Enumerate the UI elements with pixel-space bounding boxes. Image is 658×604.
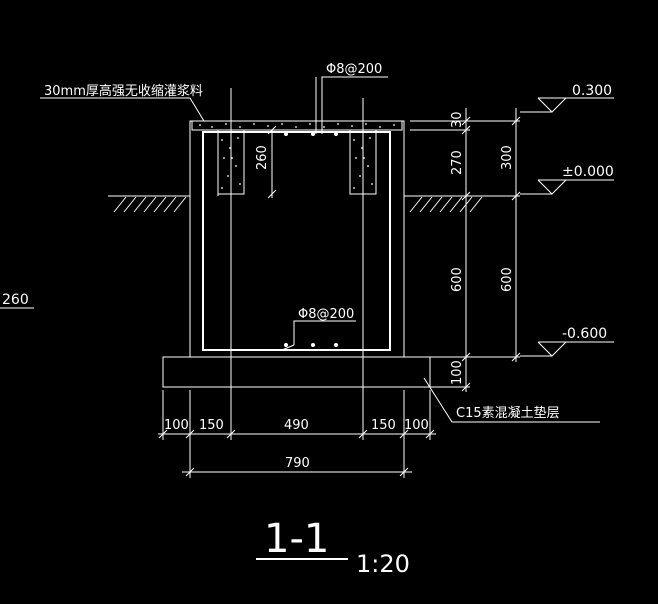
ground-left <box>108 195 190 213</box>
inner-260-dim: 260 <box>255 125 277 199</box>
rebar-top-label: Φ8@200 <box>315 62 388 134</box>
left-partial-note: 260 <box>0 292 34 309</box>
rebar-bottom-label: Φ8@200 <box>281 307 356 351</box>
section-title-block: 1-1 1:20 <box>256 516 410 578</box>
cushion-note-text: C15素混凝土垫层 <box>456 405 560 421</box>
bottom-dim-100a: 100 <box>164 418 189 433</box>
ground-right <box>404 195 490 213</box>
bottom-dim-490: 490 <box>284 418 309 433</box>
elevation-0300: 0.300 <box>520 83 614 113</box>
right-dim-lines <box>410 108 521 392</box>
inner-260-text: 260 <box>255 145 270 170</box>
pit-walls <box>189 120 405 358</box>
rebar-cage <box>202 131 391 351</box>
rebar-top-text: Φ8@200 <box>326 62 382 77</box>
elevation-0600-text: -0.600 <box>562 326 607 342</box>
bottom-dim-150a: 150 <box>199 418 224 433</box>
grout-layer <box>191 120 403 131</box>
dim-600-inner: 600 <box>450 267 465 292</box>
left-partial-text: 260 <box>2 292 29 308</box>
elevation-0000-text: ±0.000 <box>562 164 614 180</box>
bottom-dim-lines <box>158 400 436 477</box>
grout-note: 30mm厚高强无收缩灌浆料 <box>40 83 205 122</box>
cushion-note: C15素混凝土垫层 <box>423 377 600 423</box>
elevation-0300-text: 0.300 <box>572 83 612 99</box>
elevation-0600: -0.600 <box>520 326 614 357</box>
section-scale: 1:20 <box>356 550 410 578</box>
grout-note-text: 30mm厚高强无收缩灌浆料 <box>44 83 203 99</box>
c15-cushion <box>162 356 431 388</box>
bottom-dim-100b: 100 <box>404 418 429 433</box>
rebar-bottom-text: Φ8@200 <box>298 307 354 322</box>
bottom-dim-150b: 150 <box>371 418 396 433</box>
dim-300: 300 <box>500 145 515 170</box>
dim-600-outer: 600 <box>500 267 515 292</box>
section-title: 1-1 <box>264 516 329 562</box>
dim-30: 30 <box>450 111 465 128</box>
dim-100: 100 <box>450 360 465 385</box>
rebar-dots <box>284 132 338 347</box>
elevation-0000: ±0.000 <box>520 164 614 195</box>
dim-270: 270 <box>450 150 465 175</box>
total-width-dim: 790 <box>285 456 310 471</box>
